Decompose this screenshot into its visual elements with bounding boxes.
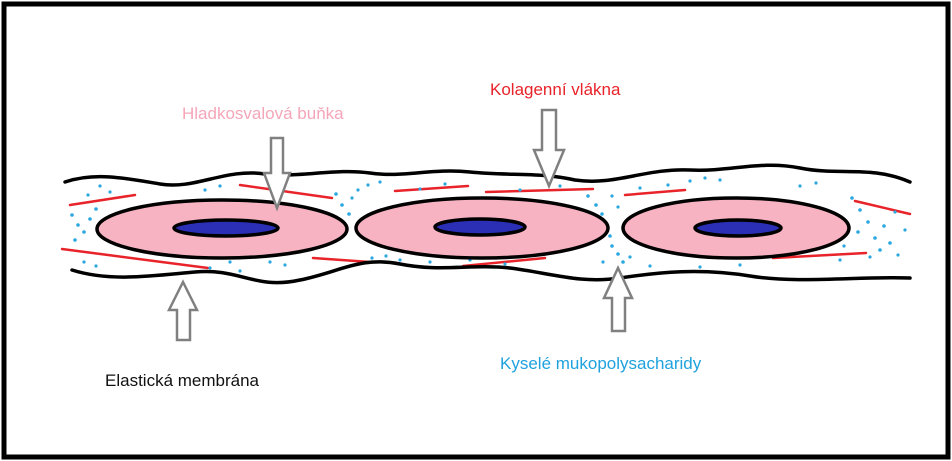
acid-mucopolysaccharides-label: Kyselé mukopolysacharidy (500, 354, 701, 374)
elastic-membrane-label: Elastická membrána (105, 371, 259, 391)
cell-nucleus (435, 219, 525, 235)
smooth-muscle-cell-label: Hladkosvalová buňka (182, 104, 344, 124)
collagen-fibers-label: Kolagenní vlákna (490, 80, 620, 100)
cell-nucleus (174, 220, 278, 236)
cell-nucleus (695, 220, 781, 236)
smooth-muscle-cells (97, 198, 849, 258)
